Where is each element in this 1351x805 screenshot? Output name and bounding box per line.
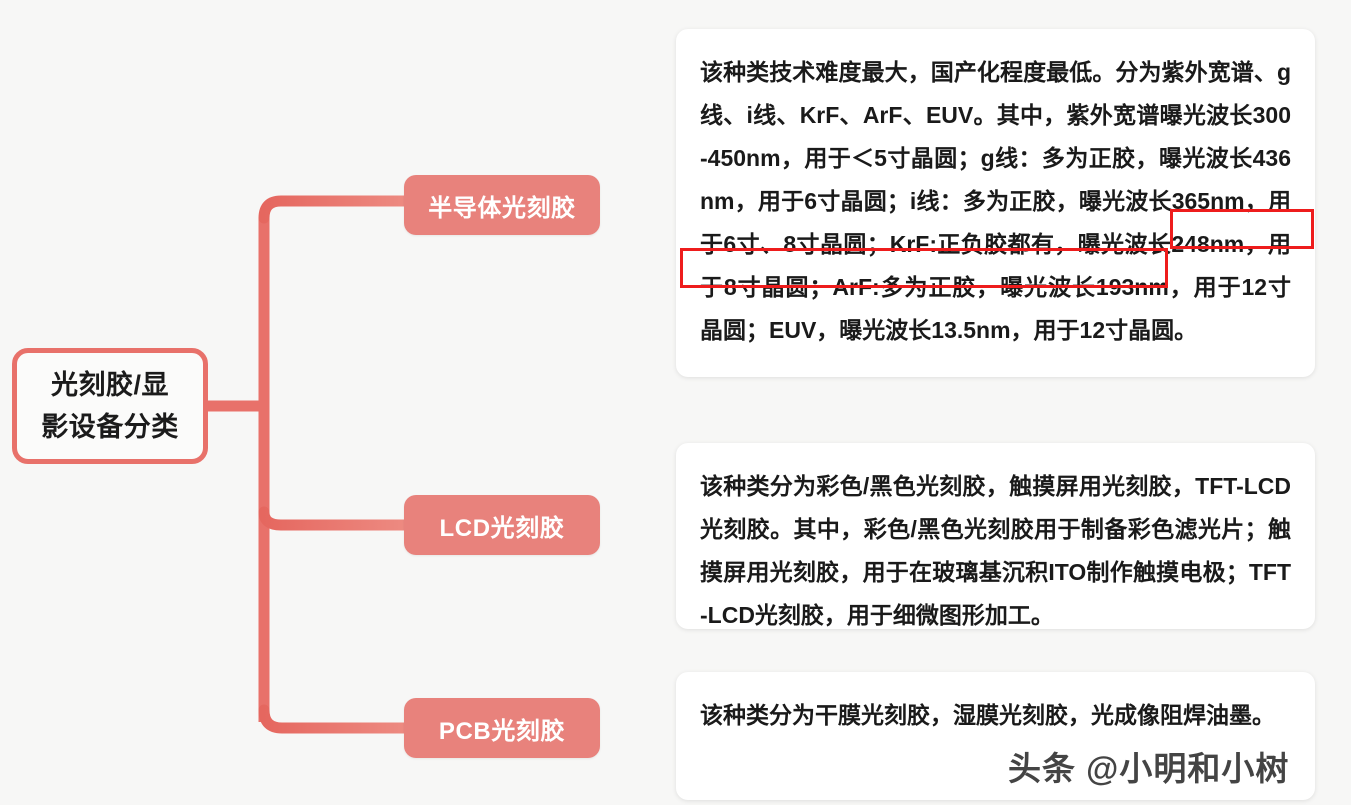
connector-branch-pcb xyxy=(258,704,410,734)
root-node-label-line1: 光刻胶/显 xyxy=(50,370,169,400)
watermark: 头条 @小明和小树 xyxy=(1008,750,1290,787)
connector-branch-semiconductor xyxy=(258,195,410,224)
detail-text-part-1: 该种类技术难度最大，国产化程度最低。分为紫外宽谱、g线、i线、KrF、ArF、E… xyxy=(700,59,1291,257)
detail-card-text: 该种类技术难度最大，国产化程度最低。分为紫外宽谱、g线、i线、KrF、ArF、E… xyxy=(700,51,1291,352)
detail-card-text: 该种类分为干膜光刻胶，湿膜光刻胶，光成像阻焊油墨。 xyxy=(700,702,1275,728)
detail-card-lcd: 该种类分为彩色/黑色光刻胶，触摸屏用光刻胶，TFT-LCD光刻胶。其中，彩色/黑… xyxy=(676,443,1315,629)
detail-card-text: 该种类分为彩色/黑色光刻胶，触摸屏用光刻胶，TFT-LCD光刻胶。其中，彩色/黑… xyxy=(700,473,1291,628)
connector-branch-lcd xyxy=(258,506,410,531)
detail-card-semiconductor: 该种类技术难度最大，国产化程度最低。分为紫外宽谱、g线、i线、KrF、ArF、E… xyxy=(676,29,1315,377)
root-node[interactable]: 光刻胶/显 影设备分类 xyxy=(12,348,208,464)
branch-node-semiconductor[interactable]: 半导体光刻胶 xyxy=(404,175,600,235)
detail-card-pcb: 该种类分为干膜光刻胶，湿膜光刻胶，光成像阻焊油墨。 xyxy=(676,672,1315,800)
branch-node-lcd[interactable]: LCD光刻胶 xyxy=(404,495,600,555)
branch-node-label: 半导体光刻胶 xyxy=(428,194,576,222)
root-node-label-line2: 影设备分类 xyxy=(41,412,179,442)
branch-node-pcb[interactable]: PCB光刻胶 xyxy=(404,698,600,758)
branch-node-label: PCB光刻胶 xyxy=(438,717,566,745)
branch-node-label: LCD光刻胶 xyxy=(439,514,565,542)
